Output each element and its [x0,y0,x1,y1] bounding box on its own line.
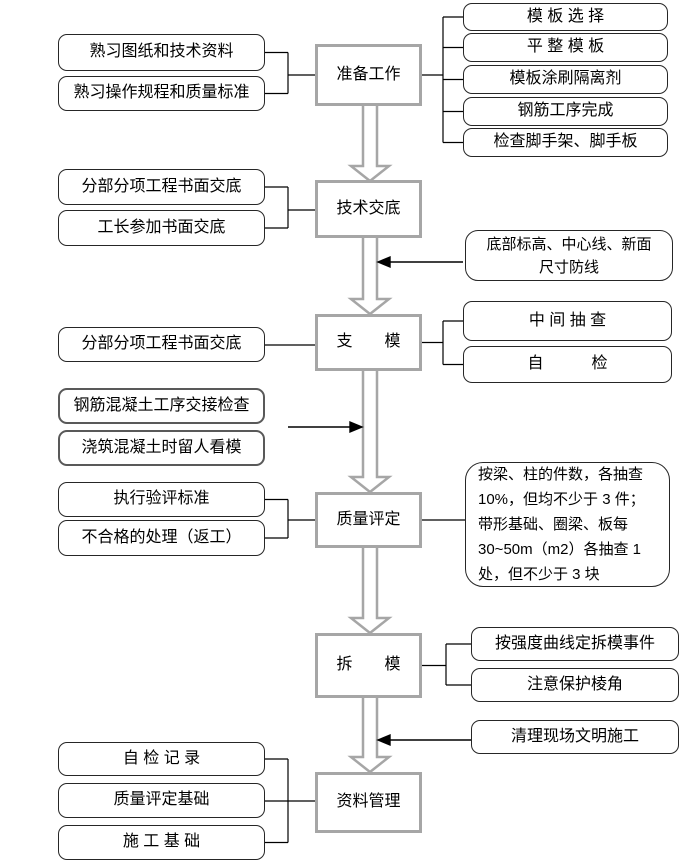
step-label: 拆 模 [336,656,401,674]
note-familiarize-procedures: 熟习操作规程和质量标准 [58,76,265,111]
note-label: 中 间 抽 查 [528,311,607,329]
pointer-arrowhead-rebar-check [349,420,364,434]
step-form-support: 支 模 [315,314,422,371]
note-formwork-selection: 模 板 选 择 [463,3,668,31]
step-form-removal: 拆 模 [315,633,422,698]
note-scaffold-check: 检查脚手架、脚手板 [463,128,668,157]
note-written-disclosure-subproject: 分部分项工程书面交底 [58,169,265,205]
note-written-disclosure-support: 分部分项工程书面交底 [58,327,265,362]
note-label: 不合格的处理（返工） [81,528,242,546]
note-label: 检查脚手架、脚手板 [493,133,638,151]
step-preparation: 准备工作 [315,44,422,106]
note-baseline-elevation: 底部标高、中心线、新面 尺寸防线 [465,230,673,281]
note-label: 质量评定基础 [113,791,210,809]
note-level-formwork: 平 整 模 板 [463,33,668,62]
note-execute-acceptance-standard: 执行验评标准 [58,482,265,517]
flow-arrow-assessment-to-removal [347,544,393,635]
bracket-left-disclosure [265,186,315,229]
note-rework-handling: 不合格的处理（返工） [58,520,265,556]
note-release-agent: 模板涂刷隔离剂 [463,65,668,94]
note-site-cleanup: 清理现场文明施工 [471,720,679,754]
note-label: 按强度曲线定拆模事件 [494,634,655,652]
bracket-left-documents [265,758,315,844]
note-construction-basis: 施 工 基 础 [58,825,265,860]
note-label: 浇筑混凝土时留人看模 [81,438,242,456]
note-label: 钢筋混凝土工序交接检查 [73,396,250,414]
step-technical-disclosure: 技术交底 [315,180,422,238]
note-label: 分部分项工程书面交底 [81,177,242,195]
step-label: 准备工作 [336,65,401,83]
note-label: 注意保护棱角 [526,675,623,693]
note-label: 熟习图纸和技术资料 [89,43,234,61]
bracket-right-preparation [422,16,463,144]
note-label: 自 检 记 录 [122,749,201,767]
step-label: 技术交底 [336,199,401,217]
note-label: 施 工 基 础 [122,833,201,851]
step-quality-assessment: 质量评定 [315,492,422,548]
note-label: 底部标高、中心线、新面 尺寸防线 [486,235,652,276]
note-label: 平 整 模 板 [526,38,605,56]
note-protect-edges: 注意保护棱角 [471,668,679,702]
step-document-management: 资料管理 [315,772,422,833]
flow-arrow-preparation-to-disclosure [347,101,393,183]
note-label: 执行验评标准 [113,490,210,508]
note-interim-spot-check: 中 间 抽 查 [463,301,672,341]
flow-arrow-support-to-assessment [347,367,393,494]
note-self-check-record: 自 检 记 录 [58,742,265,776]
note-rebar-complete: 钢筋工序完成 [463,97,668,126]
bracket-left-preparation [265,51,315,95]
note-strength-curve: 按强度曲线定拆模事件 [471,627,679,661]
note-rebar-handover-check: 钢筋混凝土工序交接检查 [58,388,265,424]
step-label: 支 模 [336,333,401,351]
step-label: 资料管理 [336,793,401,811]
note-concrete-watch-form: 浇筑混凝土时留人看模 [58,430,265,466]
flow-arrow-removal-to-documents [347,694,393,774]
note-label: 钢筋工序完成 [517,102,614,120]
note-label: 模板涂刷隔离剂 [509,70,622,88]
note-label: 自 检 [527,355,608,373]
note-self-check: 自 检 [463,346,672,383]
bracket-left-assessment [265,498,315,539]
note-familiarize-drawings: 熟习图纸和技术资料 [58,34,265,71]
note-label: 模 板 选 择 [526,7,605,25]
note-label: 按梁、柱的件数，各抽查 10%，但均不少于 3 件； 带形基础、圈梁、板每 30… [478,466,645,583]
note-quality-assessment-basis: 质量评定基础 [58,783,265,818]
note-label: 熟习操作规程和质量标准 [73,84,250,102]
bracket-right-removal [422,643,471,686]
step-label: 质量评定 [336,510,401,528]
flow-arrow-disclosure-to-support [347,234,393,316]
note-label: 工长参加书面交底 [97,218,226,236]
bracket-right-support [422,320,463,366]
pointer-arrowhead-baseline-note [376,255,391,269]
note-foreman-disclosure: 工长参加书面交底 [58,210,265,246]
pointer-arrowhead-site-cleanup [376,733,391,747]
note-label: 清理现场文明施工 [510,727,639,745]
note-sampling-rule: 按梁、柱的件数，各抽查 10%，但均不少于 3 件； 带形基础、圈梁、板每 30… [465,462,670,587]
note-label: 分部分项工程书面交底 [81,335,242,353]
